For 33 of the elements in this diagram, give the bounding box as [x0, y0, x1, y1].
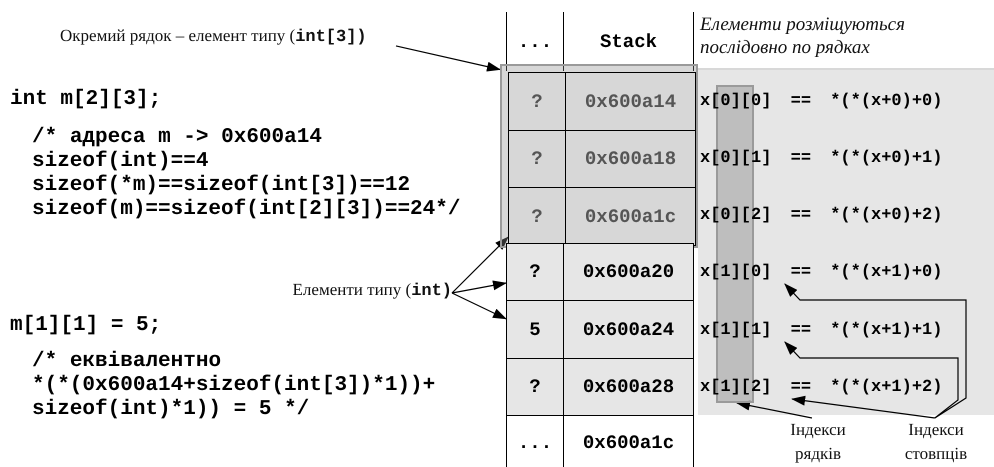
memory-cell: ? [506, 358, 564, 416]
code-expression: x[1][0] == *(*(x+1)+0) [700, 262, 942, 284]
row-highlight [500, 64, 698, 248]
memory-cell: ? [506, 243, 564, 301]
memory-cell: 0x600a28 [563, 358, 694, 416]
callout-text: Індекси рядків [775, 418, 861, 466]
memory-cell: 0x600a14 [565, 72, 696, 131]
memory-cell: 0x600a24 [563, 300, 694, 359]
arrow [452, 292, 507, 320]
arrow [736, 400, 812, 419]
code-expression: x[1][1] == *(*(x+1)+1) [700, 320, 942, 342]
arrow [784, 283, 967, 418]
callout-text: Індекси стовпців [878, 418, 994, 466]
callout-text: Елементи типу (int) [228, 280, 452, 306]
code-line: m[1][1] = 5; [10, 314, 162, 338]
memory-cell: 0x600a20 [563, 243, 694, 301]
arrow [452, 236, 509, 294]
code-comment: /* еквівалентно *(*(0x600a14+sizeof(int[3])*1))+ sizeof(int)*1)) = 5 */ [32, 350, 436, 422]
memory-cell: ? [508, 72, 566, 131]
arrow [791, 396, 935, 419]
expression-panel [698, 68, 994, 415]
code-expression: x[0][1] == *(*(x+0)+1) [700, 148, 942, 170]
arrow [396, 45, 501, 72]
code-comment: /* адреса m -> 0x600a14 sizeof(int)==4 sizeof(*m)==sizeof(int[3])==12 sizeof(m)==sizeof(int[2][3])==24*/ [32, 126, 462, 222]
code-expression: x[1][2] == *(*(x+1)+2) [700, 377, 942, 399]
arrow [452, 280, 507, 294]
note-text: Елементи розміщуються послідовно по рядках [700, 13, 906, 59]
code-line: int m[2][3]; [10, 88, 162, 112]
code-expression: x[0][0] == *(*(x+0)+0) [700, 91, 942, 113]
code-expression: x[0][2] == *(*(x+0)+2) [700, 205, 942, 227]
memory-cell: 5 [506, 300, 564, 359]
callout-text: Окремий рядок – елемент типу (int[3]) [60, 26, 396, 50]
arrow [784, 341, 959, 418]
